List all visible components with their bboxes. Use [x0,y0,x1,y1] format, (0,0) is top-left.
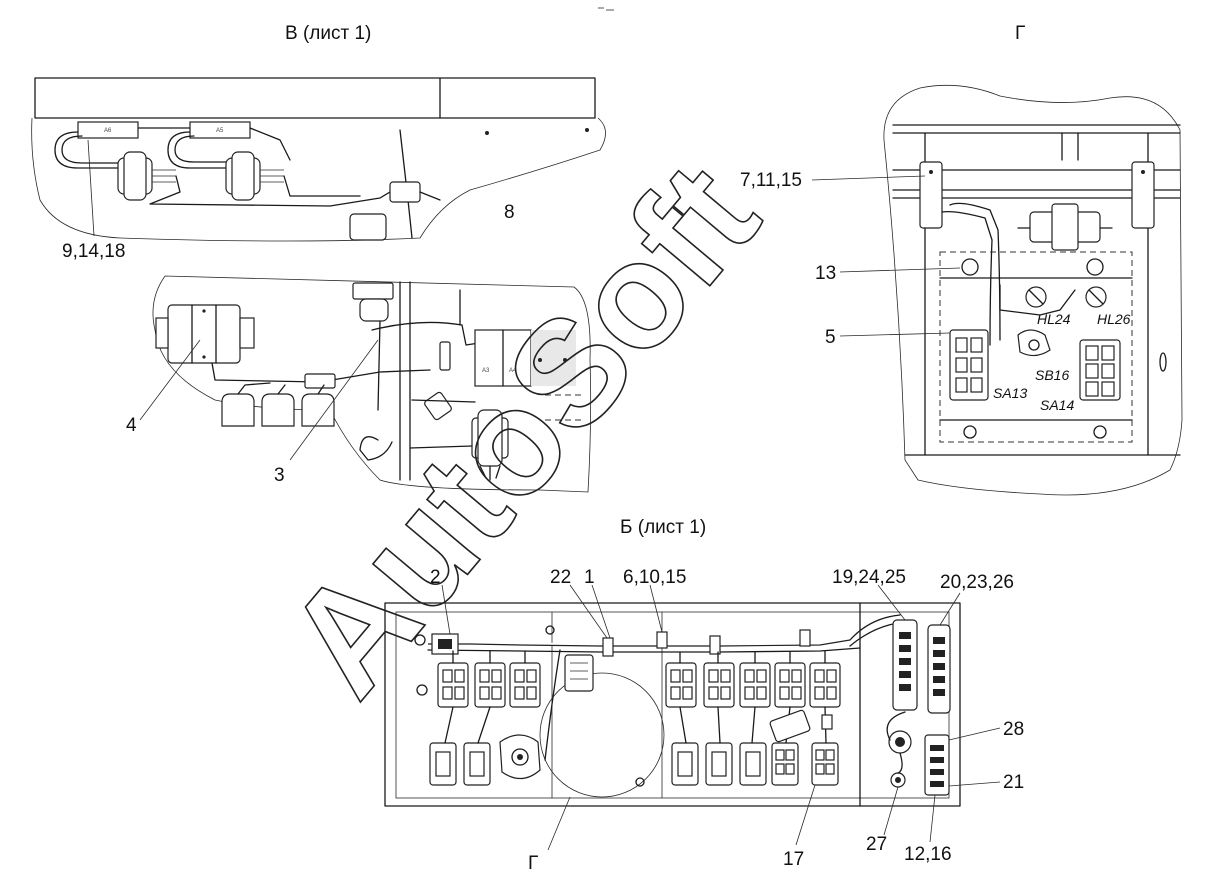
switch-row-2 [429,742,839,786]
terminal-block-pos21 [924,734,950,796]
callout-12-16: 12,16 [904,844,952,865]
mark-hl24: HL24 [1037,311,1071,327]
view-b-title: Б (лист 1) [620,517,706,538]
callout-2: 2 [430,567,441,588]
callout-13: 13 [815,263,836,284]
connector-right [225,151,284,201]
transformer-lower [471,409,509,481]
callout-5: 5 [825,327,836,348]
callout-7-11-15: 7,11,15 [740,170,802,191]
callout-22: 22 [550,567,571,588]
view-lower-left: A3 A4 [152,275,592,493]
callout-20-23-26: 20,23,26 [940,572,1014,593]
svg-text:A4: A4 [509,368,517,374]
callout-1: 1 [584,567,595,588]
callout-27: 27 [866,834,887,855]
svg-text:A6: A6 [104,128,112,134]
relay-box-pos4 [155,304,255,364]
callout-28: 28 [1003,719,1024,740]
connector-central [564,654,594,692]
button-sb16 [1017,329,1051,357]
module-a5 [189,121,251,139]
switch-sa14 [1079,339,1121,401]
callout-17: 17 [783,849,804,870]
rotary-switch [499,734,541,780]
callout-8: 8 [504,202,515,223]
svg-text:A3: A3 [482,368,490,374]
terminal-block-pos19 [892,619,918,711]
relay-module-a3: A3 A4 [474,329,585,421]
callout-21: 21 [1003,772,1024,793]
view-b: Б (лист 1) [384,517,1024,874]
panel-outline [384,602,961,807]
callout-4: 4 [126,415,137,436]
view-v: В (лист 1) A6 A5 [31,23,606,242]
switch-sa13 [949,329,989,401]
mark-sa13: SA13 [993,385,1027,401]
terminal-block-pos20 [927,624,951,714]
mark-hl26: HL26 [1097,311,1131,327]
connector-left [117,151,176,201]
lamp-sockets [221,382,335,427]
clip-pos1 [602,637,614,657]
module-a6 [77,121,139,139]
callout-3: 3 [274,465,285,486]
view-g-title: Г [1015,23,1025,44]
transformer-view-g [1017,203,1113,251]
clamp-pos6 [656,631,668,649]
callout-9-14-18: 9,14,18 [62,241,125,262]
mark-sb16: SB16 [1035,367,1069,383]
callout-19-24-25: 19,24,25 [832,567,906,588]
top-mark [598,7,614,11]
panel-cutout [539,672,665,798]
connector-pos27 [886,711,912,788]
view-v-callouts: 9,14,18 8 4 3 [62,139,515,486]
watermark: AutoSoft [254,133,790,726]
view-g: Г HL24 HL26 [740,23,1183,496]
view-v-title: В (лист 1) [285,23,371,44]
mark-sa14: SA14 [1040,397,1074,413]
callout-g-bottom: Г [528,853,538,874]
callout-6-10-15: 6,10,15 [623,567,686,588]
svg-text:A5: A5 [216,128,224,134]
